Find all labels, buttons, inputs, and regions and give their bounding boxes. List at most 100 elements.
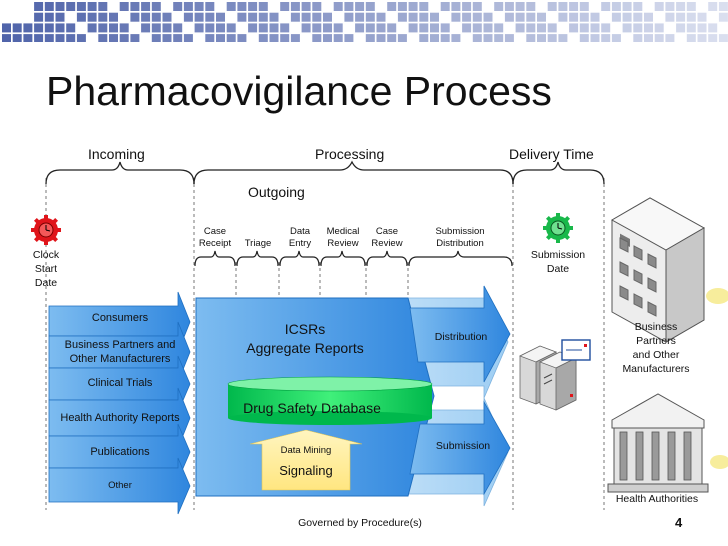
header-square <box>430 34 439 42</box>
header-square <box>547 34 557 42</box>
header-square <box>526 23 536 33</box>
header-square <box>226 2 236 11</box>
header-square <box>472 34 482 42</box>
header-square <box>109 23 118 33</box>
header-square <box>676 34 686 42</box>
header-square <box>611 23 621 33</box>
header-square <box>430 12 439 22</box>
header-square <box>697 34 707 42</box>
header-square <box>258 23 268 33</box>
header-square <box>87 34 97 42</box>
header-square <box>376 2 386 11</box>
header-square <box>323 2 332 11</box>
header-squares <box>2 2 728 42</box>
header-square <box>333 2 343 11</box>
source-clinical-trials: Clinical Trials <box>87 377 153 389</box>
page-number: 4 <box>675 515 683 530</box>
header-square <box>23 23 33 33</box>
header-square <box>344 23 354 33</box>
clock-start-icon <box>31 215 61 245</box>
header-square <box>387 34 397 42</box>
header-square <box>494 2 504 11</box>
header-square <box>12 2 22 11</box>
header-square <box>248 12 258 22</box>
header-square <box>76 23 86 33</box>
header-square <box>66 34 76 42</box>
header-square <box>333 23 343 33</box>
header-square <box>515 12 525 22</box>
header-square <box>66 12 76 22</box>
header-square <box>237 2 247 11</box>
header-square <box>269 34 279 42</box>
header-square <box>98 12 108 22</box>
header-square <box>419 23 429 33</box>
submission-arrow <box>409 400 511 496</box>
header-square <box>686 12 696 22</box>
header-square <box>205 23 215 33</box>
header-square <box>547 23 557 33</box>
header-square <box>130 23 140 33</box>
header-square <box>130 2 140 11</box>
header-square <box>611 34 621 42</box>
header-square <box>462 23 472 33</box>
data-mining-label: Data Mining <box>280 445 332 456</box>
header-square <box>686 23 696 33</box>
header-square <box>387 12 397 22</box>
header-square <box>173 2 183 11</box>
header-square <box>611 2 621 11</box>
header-square <box>397 12 407 22</box>
header-square <box>579 2 589 11</box>
header-square <box>526 2 536 11</box>
header-square <box>697 12 707 22</box>
header-square <box>633 2 643 11</box>
header-square <box>301 34 311 42</box>
governed-by-procedures: Governed by Procedure(s) <box>298 517 422 529</box>
header-square <box>515 23 525 33</box>
header-square <box>376 12 386 22</box>
header-square <box>397 23 407 33</box>
header-square <box>216 2 225 11</box>
header-square <box>483 2 493 11</box>
header-square <box>676 23 686 33</box>
header-square <box>323 12 332 22</box>
source-publications: Publications <box>90 446 150 458</box>
header-square <box>2 23 11 33</box>
header-square <box>622 23 632 33</box>
header-square <box>397 34 407 42</box>
header-square <box>183 34 193 42</box>
header-square <box>55 23 65 33</box>
header-square <box>258 12 268 22</box>
header-square <box>109 12 118 22</box>
header-square <box>622 34 632 42</box>
header-square <box>718 34 728 42</box>
header-square <box>365 23 375 33</box>
header-square <box>419 12 429 22</box>
header-square <box>237 12 247 22</box>
source-arrows <box>48 291 191 515</box>
server-icon <box>519 345 577 411</box>
header-square <box>87 23 97 33</box>
header-square <box>141 12 151 22</box>
header-square <box>579 34 589 42</box>
header-square <box>355 23 365 33</box>
header-square <box>504 12 514 22</box>
header-square <box>216 23 225 33</box>
header-square <box>333 12 343 22</box>
header-square <box>151 2 161 11</box>
header-square <box>622 2 632 11</box>
header-square <box>686 34 696 42</box>
header-square <box>151 34 161 42</box>
header-square <box>462 12 472 22</box>
header-square <box>569 2 579 11</box>
header-square <box>301 2 311 11</box>
header-square <box>708 12 718 22</box>
header-square <box>483 34 493 42</box>
source-consumers: Consumers <box>91 312 149 324</box>
header-square <box>579 23 589 33</box>
header-square <box>55 2 65 11</box>
header-square <box>644 23 653 33</box>
